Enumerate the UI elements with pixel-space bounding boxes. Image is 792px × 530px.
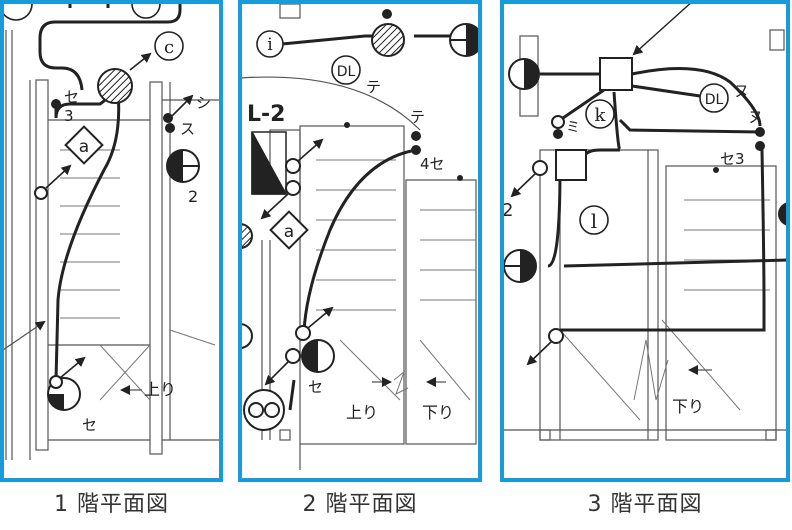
panel-1-arrow-incoming — [2, 320, 46, 352]
panel-1-wiring — [38, 2, 182, 381]
panel-2-label-up: 上り — [346, 403, 378, 422]
panel-2-dot-1 — [344, 122, 350, 128]
panel-1-circle-c — [154, 31, 184, 61]
panel-3-junction-box — [599, 57, 633, 91]
panel-3-node-mi — [553, 129, 563, 139]
panel-1-label-su: ス — [180, 120, 195, 138]
panel-1-outlet-2 — [166, 149, 200, 183]
panel-2-switch-4 — [285, 348, 301, 364]
panel-3-label-nu-dl: ヌ — [734, 82, 749, 100]
panel-2-label-se4: 4セ — [420, 155, 445, 173]
panel-3-wiring — [540, 67, 788, 332]
panel-1-arrow-to-c — [129, 52, 152, 71]
panel-3-label-2: 2 — [502, 200, 513, 221]
panel-1-node-se3 — [51, 99, 61, 109]
panel-3-label-k: k — [595, 105, 607, 126]
panel-1-floor-plan: c セ 3 a シ ス 2 セ 上り — [2, 2, 220, 460]
panel-1-label-se3-num: 3 — [64, 107, 74, 125]
panel-3-right-partial-fixture — [778, 202, 788, 226]
panel-3-floor-plan: DL ヌ ヌ セ3 k ミ 2 l 下り — [502, 2, 788, 441]
caption-floor-3: 3 階平面図 — [587, 492, 703, 517]
panel-1-label-se-bottom: セ — [82, 416, 97, 434]
panel-2-node-te-2 — [411, 145, 421, 155]
panel-1-node-su — [165, 123, 175, 133]
panel-2-dot-2 — [457, 175, 463, 181]
panel-2-floor-plan: i DL テ L-2 a テ 4セ セ — [240, 3, 480, 470]
panel-1-diamond-a: a — [64, 125, 104, 165]
panel-3-switch-left — [532, 160, 548, 176]
caption-floor-1: 1 階平面図 — [54, 492, 169, 517]
panel-2-label-down: 下り — [422, 403, 454, 422]
panel-1-frame — [0, 0, 223, 482]
panel-2-label-i: i — [267, 35, 273, 55]
panel-3-frame — [500, 0, 790, 482]
panel-1-bottom-switch — [49, 375, 63, 389]
panel-3-outlet-left-mid — [503, 249, 537, 283]
panel-1-label-2: 2 — [188, 187, 198, 206]
panel-3-label-dl: DL — [705, 92, 724, 108]
panel-2-label-te-right: テ — [410, 108, 425, 126]
panel-3-label-l: l — [591, 209, 597, 233]
panel-3-label-down: 下り — [672, 397, 704, 416]
panel-1-switch-node — [34, 186, 48, 200]
panel-3-junction-box-2 — [555, 149, 587, 181]
panel-1-arrow-switch — [45, 164, 72, 189]
panel-3-dot-se3 — [713, 167, 719, 173]
panel-2-panelboard — [251, 131, 288, 195]
panel-1-label-se3-kana: セ — [64, 88, 79, 106]
panel-3-circle-k — [585, 99, 615, 129]
panel-3-outlet-left-top — [508, 58, 540, 90]
caption-floor-2: 2 階平面図 — [302, 492, 418, 517]
panel-2-outlet-top-right — [449, 23, 480, 57]
panel-2-label-dl: DL — [337, 64, 356, 80]
panel-2-arrow-switch-3 — [307, 306, 334, 329]
panel-3-arrow-incoming — [632, 2, 693, 56]
panel-1-node-shi — [163, 113, 173, 123]
panel-3-label-mi: ミ — [566, 120, 580, 136]
panel-2-left-partial-fixture-2 — [240, 323, 253, 349]
panel-2-arrow-switch-1 — [297, 138, 324, 162]
panel-1-label-a: a — [79, 137, 89, 157]
panel-2-hatched-fixture — [371, 23, 405, 57]
panel-2-dl-fixture — [331, 55, 361, 85]
panel-2-circle-i — [256, 30, 284, 58]
panel-2-arrow-switch-4 — [264, 361, 289, 386]
panel-3-node-nu-2 — [755, 141, 765, 151]
panel-3-switch-bottom — [548, 328, 564, 344]
panel-3-label-nu: ヌ — [748, 108, 763, 126]
panel-1-label-c: c — [164, 37, 174, 58]
panel-1-walls — [5, 30, 220, 460]
panel-3-arrow-switch-left — [510, 173, 536, 198]
panel-1-label-up: 上り — [144, 380, 176, 399]
panel-2-label-a: a — [284, 222, 294, 242]
panel-2-switch-3 — [295, 325, 311, 341]
panel-2-node-te-1 — [411, 131, 421, 141]
panel-1-stair-treads — [60, 149, 216, 401]
panel-2-switch-1 — [285, 158, 301, 174]
panel-1-hatched-fixture — [97, 68, 133, 104]
panel-2-outlet-se — [301, 339, 335, 373]
panel-2-diamond-a: a — [269, 210, 309, 250]
panel-3-circle-l — [579, 205, 609, 235]
panel-2-stair-treads — [316, 159, 476, 401]
panel-2-left-partial-fixture — [240, 223, 253, 249]
panel-2-double-outlet — [243, 389, 285, 431]
panel-3-arrow-switch-bottom — [526, 341, 552, 366]
panel-3-dl-fixture — [699, 83, 729, 113]
panel-3-switch-mi — [551, 115, 565, 129]
panel-2-arrow-switch-2 — [260, 193, 289, 220]
panel-2-switch-2 — [285, 180, 301, 196]
panel-2-label-te-dl: テ — [366, 78, 381, 96]
panel-2-node-top — [382, 9, 392, 19]
panel-2-label-se-bottom: セ — [308, 378, 323, 396]
panel-2-label-l2: L-2 — [247, 102, 285, 127]
panel-3-label-se3: セ3 — [720, 150, 745, 168]
panel-1-arrow-bottom — [59, 356, 86, 379]
panel-1-label-shi: シ — [196, 94, 211, 112]
panel-3-node-nu-1 — [755, 127, 765, 137]
panel-2-frame — [238, 0, 482, 482]
